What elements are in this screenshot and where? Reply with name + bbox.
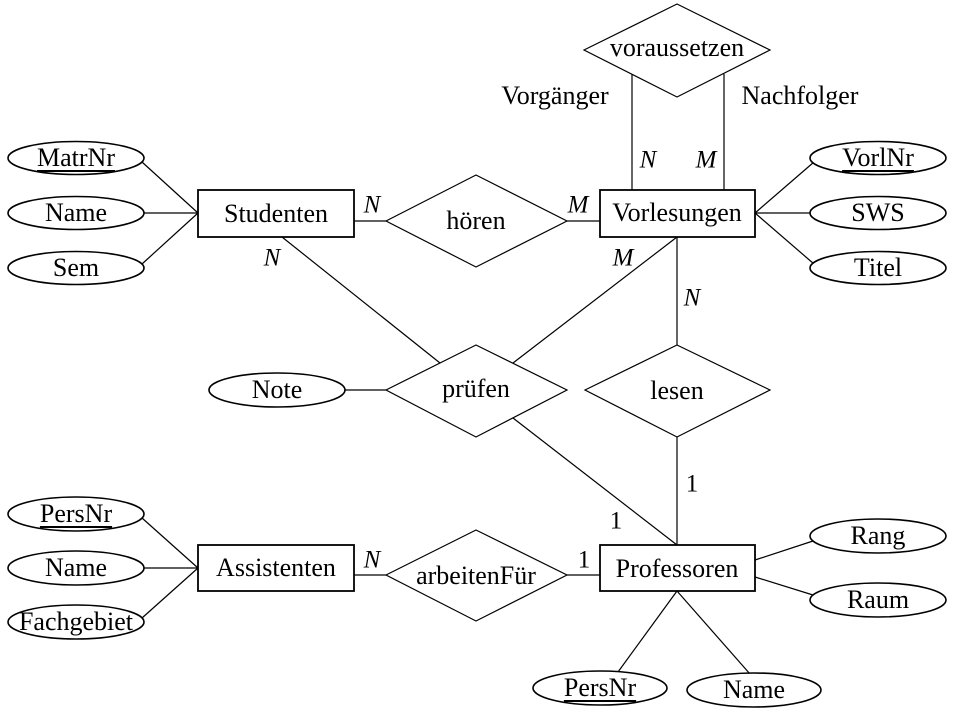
cardinality-lesen-vorlesungen: N — [683, 284, 701, 312]
relationship-arbeitenfuer-label: arbeitenFür — [416, 561, 536, 590]
entity-professoren-box — [599, 544, 756, 592]
attribute-sws-ellipse — [809, 195, 947, 231]
line-vorlesungen-pruefen — [512, 236, 678, 364]
relationship-arbeitenfuer-diamond — [384, 529, 569, 622]
line-persnr-assistenten — [141, 517, 199, 569]
attribute-sws-label: SWS — [851, 198, 905, 227]
relationship-voraussetzen-label: voraussetzen — [609, 33, 745, 62]
cardinality-pruefen-studenten: N — [263, 244, 281, 272]
cardinality-hoeren-studenten: N — [363, 191, 381, 219]
relationship-hoeren-label: hören — [446, 206, 506, 235]
role-nachfolger-label: Nachfolger — [741, 81, 859, 110]
attribute-ellipses — [7, 140, 947, 708]
attribute-studenten-name-ellipse — [7, 195, 145, 231]
cardinality-hoeren-vorlesungen: M — [567, 191, 589, 219]
attribute-raum-label: Raum — [846, 585, 910, 614]
attribute-sem-label: Sem — [52, 253, 100, 282]
cardinality-arbeitenfuer-professoren: 1 — [577, 546, 591, 574]
attribute-assistenten-persnr-label: PersNr — [39, 499, 113, 528]
line-professoren-raum — [754, 576, 814, 596]
cardinality-lesen-professoren: 1 — [685, 470, 699, 498]
attribute-professoren-persnr-ellipse — [532, 670, 668, 706]
line-matrnr-studenten — [141, 161, 199, 214]
attribute-note-label: Note — [251, 375, 303, 404]
attribute-professoren-name-label: Name — [722, 675, 786, 704]
attribute-matrnr-ellipse — [7, 140, 145, 176]
cardinality-voraussetzen-nachfolger: M — [695, 146, 717, 174]
attribute-professoren-persnr-label: PersNr — [563, 673, 637, 702]
role-vorgaenger-label: Vorgänger — [501, 81, 609, 110]
line-professoren-rang — [754, 540, 814, 561]
relationship-pruefen-diamond — [384, 344, 569, 438]
attribute-vorlnr-ellipse — [809, 140, 947, 176]
entity-vorlesungen-label: Vorlesungen — [612, 198, 742, 227]
attribute-fachgebiet-label: Fachgebiet — [18, 607, 134, 636]
attribute-titel-label: Titel — [853, 253, 903, 282]
attribute-assistenten-name-label: Name — [44, 553, 108, 582]
entity-studenten-box — [197, 189, 355, 238]
attribute-raum-ellipse — [809, 582, 947, 618]
line-sem-studenten — [141, 212, 199, 265]
entity-boxes — [197, 189, 756, 592]
attribute-studenten-name-label: Name — [44, 198, 108, 227]
attribute-sem-ellipse — [7, 250, 145, 286]
attribute-assistenten-name-ellipse — [7, 550, 145, 586]
attribute-fachgebiet-ellipse — [7, 604, 145, 640]
entity-studenten-label: Studenten — [224, 199, 328, 228]
line-fachgebiet-assistenten — [141, 567, 199, 619]
entity-assistenten-label: Assistenten — [216, 553, 336, 582]
cardinality-arbeitenfuer-assistenten: N — [363, 546, 381, 574]
line-vorlesungen-titel — [754, 212, 815, 265]
cardinality-pruefen-professoren: 1 — [609, 507, 623, 535]
relationship-lesen-diamond — [583, 344, 772, 438]
attribute-rang-label: Rang — [850, 521, 906, 550]
relationship-voraussetzen-diamond — [582, 3, 772, 98]
relationship-lesen-label: lesen — [650, 376, 704, 405]
line-professoren-persnr — [617, 590, 678, 673]
entity-assistenten-box — [197, 544, 355, 592]
entity-professoren-label: Professoren — [615, 554, 739, 583]
relationship-pruefen-label: prüfen — [442, 374, 510, 403]
attribute-professoren-name-ellipse — [686, 672, 822, 708]
attribute-assistenten-persnr-ellipse — [7, 496, 145, 532]
relationship-hoeren-diamond — [384, 174, 569, 268]
line-professoren-name — [676, 590, 751, 675]
entity-vorlesungen-box — [599, 189, 756, 238]
attribute-titel-ellipse — [809, 250, 947, 286]
relationship-diamonds — [384, 3, 772, 622]
cardinality-pruefen-vorlesungen: M — [612, 244, 634, 272]
connector-lines — [141, 74, 815, 675]
attribute-rang-ellipse — [809, 518, 947, 554]
attribute-note-ellipse — [208, 372, 346, 408]
line-studenten-pruefen — [281, 236, 441, 364]
attribute-matrnr-label: MatrNr — [37, 143, 115, 172]
line-pruefen-professoren — [512, 417, 678, 546]
attribute-vorlnr-label: VorlNr — [842, 143, 914, 172]
cardinality-voraussetzen-vorgaenger: N — [639, 146, 657, 174]
line-vorlesungen-vorlnr — [754, 161, 815, 214]
